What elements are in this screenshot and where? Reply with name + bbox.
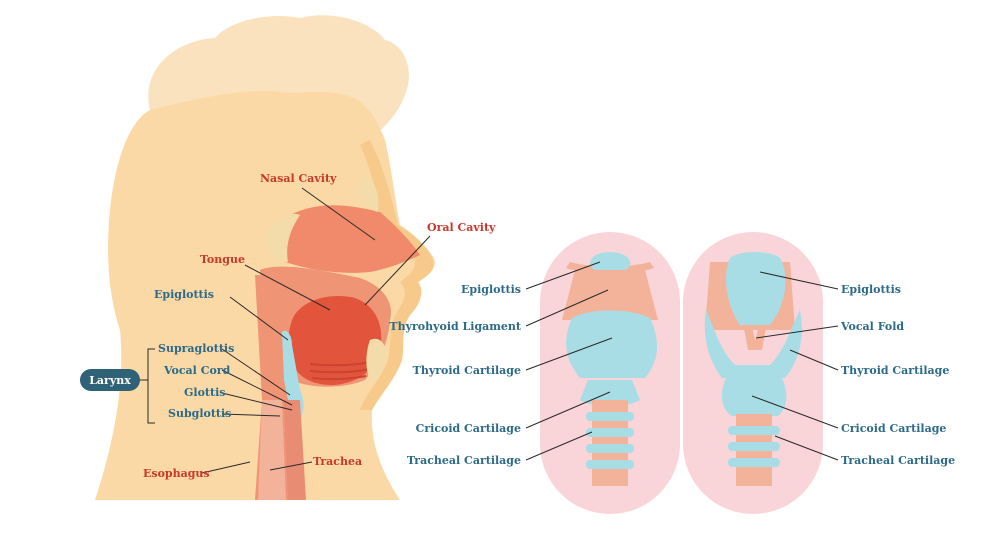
front-epiglottis-shape bbox=[590, 252, 631, 274]
teeth-shape bbox=[366, 338, 387, 384]
label-tongue: Tongue bbox=[200, 253, 245, 266]
label-back-epiglottis: Epiglottis bbox=[841, 283, 901, 296]
label-back-thyroid-cartilage: Thyroid Cartilage bbox=[841, 364, 949, 377]
front-larynx-view bbox=[540, 232, 680, 514]
label-larynx: Larynx bbox=[89, 374, 131, 387]
label-front-thyroid-cartilage: Thyroid Cartilage bbox=[413, 364, 521, 377]
label-subglottis: Subglottis bbox=[168, 407, 231, 420]
tongue-shape bbox=[288, 296, 382, 386]
larynx-badge: Larynx bbox=[80, 369, 140, 391]
back-epiglottis-shape bbox=[725, 252, 786, 325]
label-nasal-cavity: Nasal Cavity bbox=[260, 172, 337, 185]
back-thyroid-shape bbox=[704, 310, 802, 378]
label-esophagus: Esophagus bbox=[143, 467, 210, 480]
label-front-cricoid-cartilage: Cricoid Cartilage bbox=[416, 422, 521, 435]
label-trachea: Trachea bbox=[313, 455, 362, 468]
front-labels: Epiglottis Thyrohyoid Ligament Thyroid C… bbox=[389, 283, 522, 467]
label-back-tracheal-cartilage: Tracheal Cartilage bbox=[841, 454, 955, 467]
front-cricoid-cartilage-shape bbox=[580, 380, 640, 406]
front-tracheal-rings bbox=[586, 412, 634, 469]
back-vocal-fold-shape bbox=[744, 328, 766, 350]
side-trachea bbox=[258, 400, 286, 500]
label-oral-cavity: Oral Cavity bbox=[427, 221, 496, 234]
back-tracheal-rings bbox=[728, 426, 780, 467]
label-back-cricoid-cartilage: Cricoid Cartilage bbox=[841, 422, 946, 435]
label-epiglottis-side: Epiglottis bbox=[154, 288, 214, 301]
back-larynx-view bbox=[683, 232, 823, 514]
front-thyroid-cartilage-shape bbox=[566, 310, 657, 378]
back-labels: Epiglottis Vocal Fold Thyroid Cartilage … bbox=[840, 283, 955, 467]
leader-lines bbox=[138, 187, 839, 474]
label-supraglottis: Supraglottis bbox=[158, 342, 234, 355]
side-esophagus bbox=[284, 400, 306, 500]
label-front-thyrohyoid-ligament: Thyrohyoid Ligament bbox=[389, 320, 522, 333]
face-profile-rim bbox=[360, 140, 434, 410]
sinus-bone-shape bbox=[264, 213, 300, 262]
nasal-cavity-shape bbox=[278, 205, 420, 273]
label-front-epiglottis: Epiglottis bbox=[461, 283, 521, 296]
head-illustration bbox=[95, 15, 435, 500]
front-thyrohyoid-ligament bbox=[562, 270, 658, 320]
label-front-tracheal-cartilage: Tracheal Cartilage bbox=[407, 454, 521, 467]
nasal-bone-shape bbox=[359, 175, 379, 212]
label-vocal-cord: Vocal Cord bbox=[163, 364, 231, 377]
label-back-vocal-fold: Vocal Fold bbox=[840, 320, 904, 333]
label-glottis: Glottis bbox=[184, 386, 225, 399]
left-labels: Nasal Cavity Oral Cavity Tongue Epiglott… bbox=[80, 172, 496, 480]
